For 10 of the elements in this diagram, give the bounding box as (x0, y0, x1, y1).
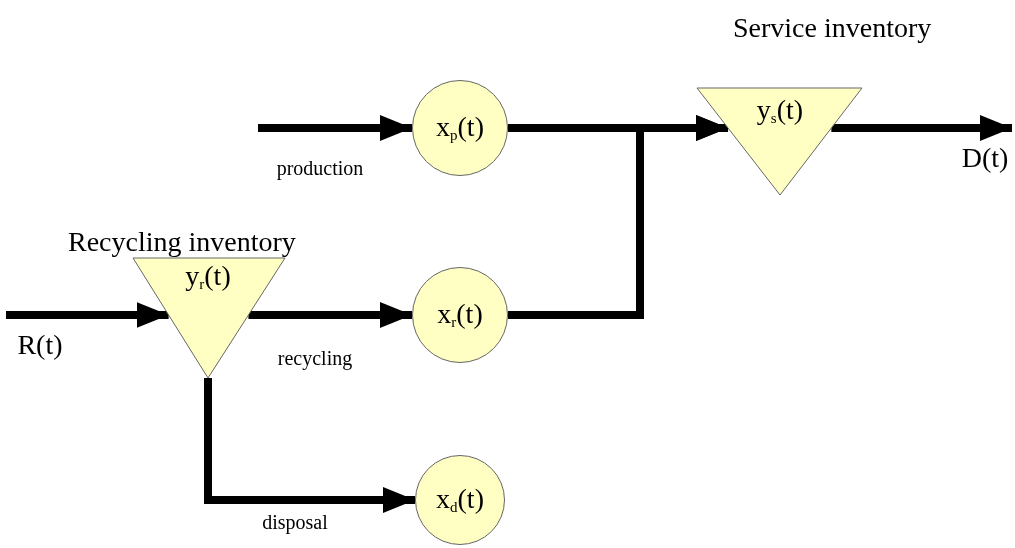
node-label: y$_{r}$(t) (185, 262, 231, 292)
node-label: x$_{r}$(t) (437, 300, 483, 330)
arrow (204, 378, 415, 513)
arrow (831, 115, 1012, 141)
node-label: x$_{d}$(t) (436, 485, 484, 515)
inventory-heading: Service inventory (733, 14, 932, 42)
inventory-heading: Recycling inventory (68, 228, 296, 256)
arrow (248, 302, 412, 328)
node-label: x$_{p}$(t) (436, 113, 484, 143)
node-label: y$_{s}$(t) (756, 96, 804, 126)
